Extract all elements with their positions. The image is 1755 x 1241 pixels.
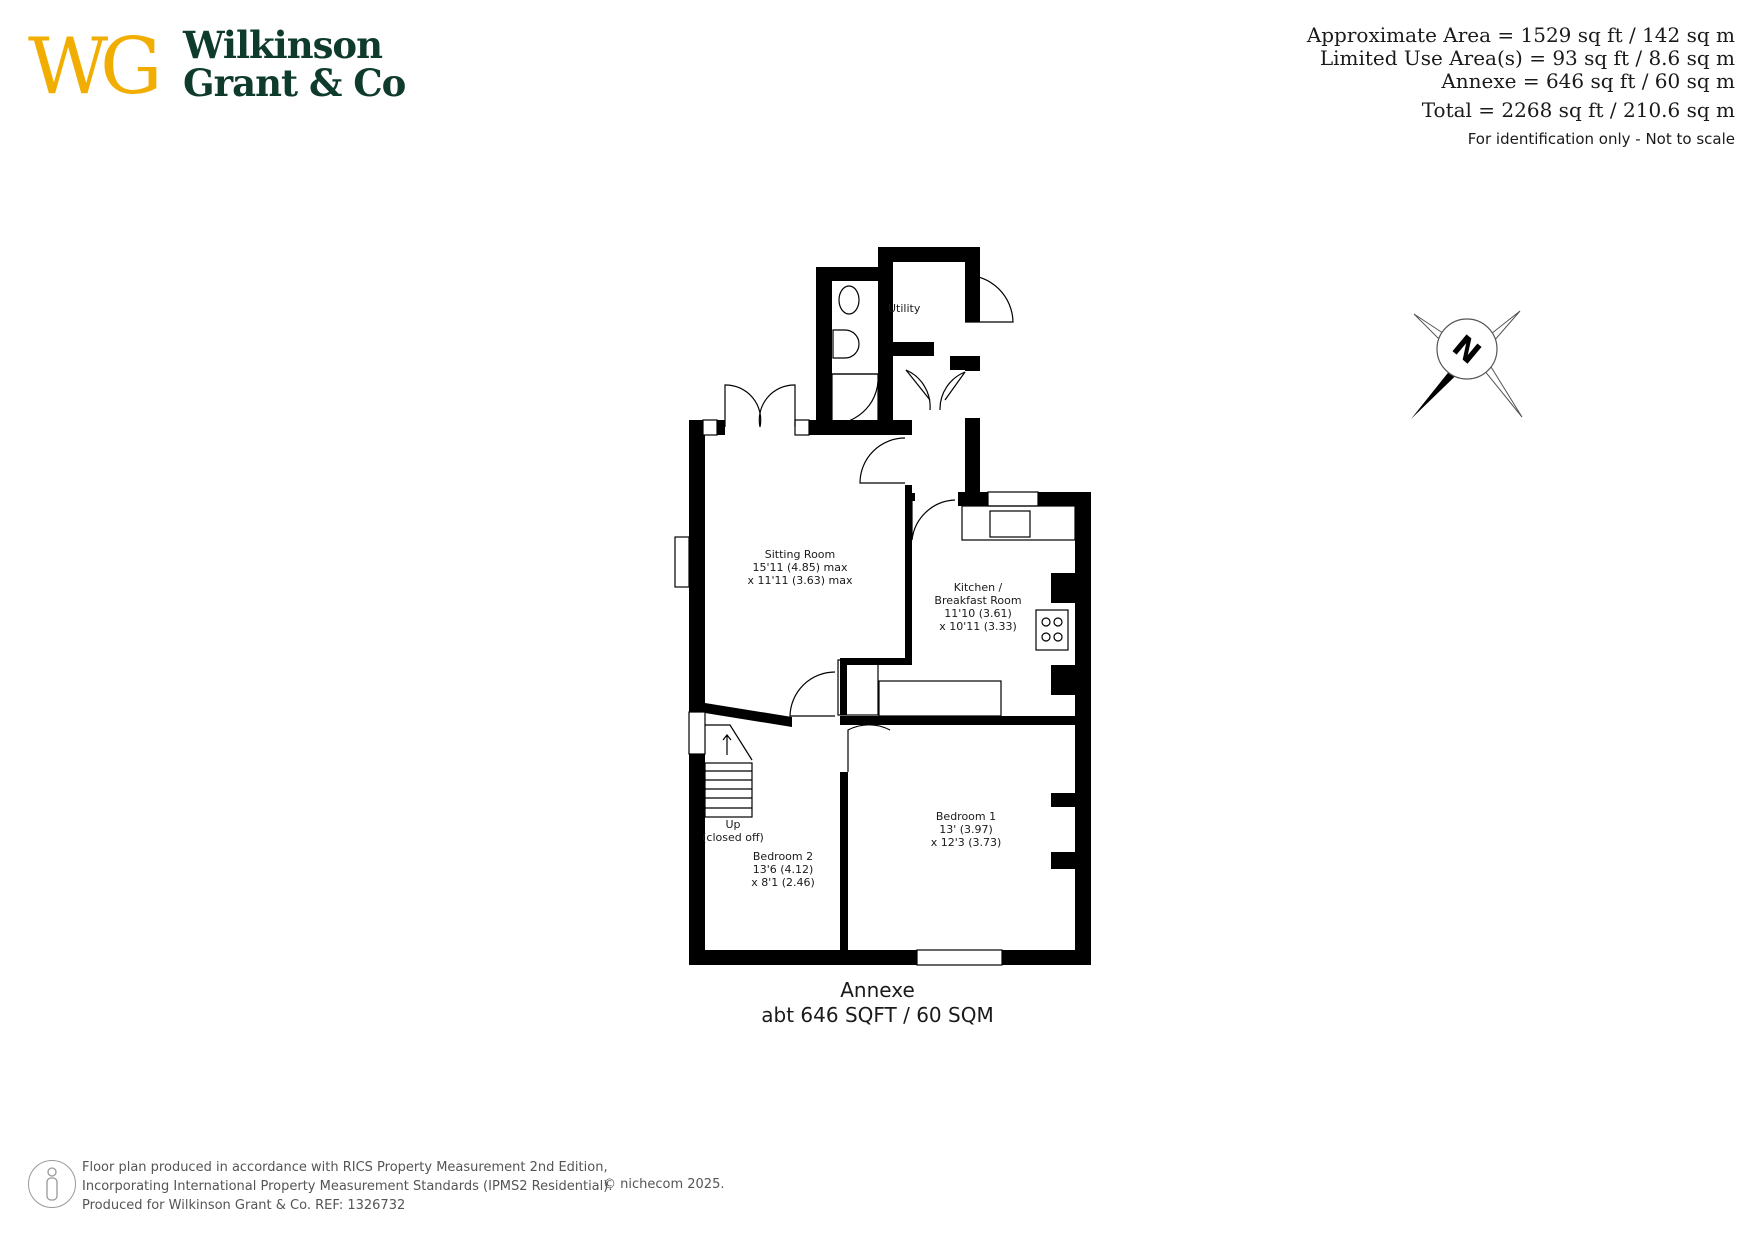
window-bedroom2-left: [688, 711, 706, 755]
footer-credit: © nichecom 2025.: [603, 1177, 725, 1192]
chimney-bedroom-top: [1051, 793, 1075, 807]
toilet: [838, 285, 860, 315]
door-french-left: [724, 384, 762, 428]
room-kitchen-label: Kitchen / Breakfast Room 11'10 (3.61) x …: [934, 581, 1022, 633]
compass-rose-icon: N: [1411, 310, 1523, 419]
staircase: [704, 724, 753, 818]
shower-tray: [831, 373, 879, 425]
footer-line1: Floor plan produced in accordance with R…: [82, 1160, 608, 1175]
door-bedroom2: [789, 671, 836, 717]
wall-bedroom-divider: [840, 772, 848, 950]
annexe-area: Annexe = 646 sq ft / 60 sq m: [1441, 69, 1735, 93]
approximate-area: Approximate Area = 1529 sq ft / 142 sq m: [1306, 23, 1735, 47]
door-french-right: [758, 384, 796, 428]
floor-caption: Annexe abt 646 SQFT / 60 SQM: [0, 978, 1755, 1028]
wall-left: [689, 420, 705, 965]
chimney-kitchen-bottom: [1051, 665, 1075, 695]
kitchen-sink: [989, 510, 1031, 538]
room-bedroom1-label: Bedroom 1 13' (3.97) x 12'3 (3.73): [930, 810, 1002, 849]
total-area: Total = 2268 sq ft / 210.6 sq m: [1421, 98, 1735, 122]
footer-line3: Produced for Wilkinson Grant & Co. REF: …: [82, 1198, 406, 1213]
wall-sitting-angled: [705, 703, 792, 727]
chimney-bedroom-bottom: [1051, 852, 1075, 869]
door-sitting: [859, 437, 906, 484]
floor-name: Annexe: [840, 978, 915, 1002]
door-utility-external: [964, 274, 1014, 323]
identification-note: For identification only - Not to scale: [1467, 130, 1735, 148]
logo-name-line2: Grant & Co: [183, 61, 406, 105]
wall-utility-corner: [965, 356, 980, 371]
fixtures: [674, 274, 1076, 966]
wall-bedroom1-top: [840, 716, 1075, 725]
room-sitting-label: Sitting Room 15'11 (4.85) max x 11'11 (3…: [747, 548, 853, 587]
wall-sitting-kitchen: [905, 485, 912, 665]
kitchen-counter-bottom: [878, 680, 1002, 717]
window-kitchen: [987, 491, 1039, 507]
wall-utility-right: [965, 247, 980, 322]
wall-right: [1075, 492, 1091, 965]
kitchen-counter-top: [961, 505, 1076, 541]
stairs-label: Up (closed off): [702, 818, 764, 844]
window-sitting-top-right: [794, 419, 810, 436]
room-bedroom2-label: Bedroom 2 13'6 (4.12) x 8'1 (2.46): [751, 850, 815, 889]
footer-line2: Incorporating International Property Mea…: [82, 1179, 613, 1194]
area-summary: Approximate Area = 1529 sq ft / 142 sq m…: [1307, 24, 1735, 151]
wash-basin: [832, 329, 860, 359]
logo-name-line1: Wilkinson: [183, 23, 383, 67]
wall-sitting-top-right: [795, 420, 912, 435]
floor-area: abt 646 SQFT / 60 SQM: [761, 1003, 994, 1027]
window-sitting-left: [674, 536, 690, 588]
kitchen-hob: [1035, 609, 1069, 651]
wall-wc-top: [816, 267, 878, 281]
wall-utility-top: [878, 247, 980, 262]
wall-hall-right: [965, 418, 980, 506]
wall-utility-bottom: [878, 342, 934, 356]
room-utility-label: Utility: [888, 302, 921, 315]
company-logo: WG Wilkinson Grant & Co: [28, 22, 406, 112]
wall-wc-right: [878, 247, 893, 430]
window-sitting-top-left: [702, 419, 718, 436]
wall-sitting-bottom-right: [840, 658, 912, 665]
chimney-kitchen-top: [1051, 573, 1075, 603]
door-bedroom1: [847, 724, 891, 772]
wall-wc-left: [816, 267, 832, 435]
person-icon: [28, 1160, 76, 1208]
door-kitchen: [911, 499, 956, 541]
footer-text: Floor plan produced in accordance with R…: [82, 1158, 612, 1215]
limited-use-area: Limited Use Area(s) = 93 sq ft / 8.6 sq …: [1319, 46, 1735, 70]
wall-bottom: [689, 950, 1091, 965]
window-bedroom1: [916, 949, 1003, 966]
logo-initials: WG: [28, 22, 163, 112]
